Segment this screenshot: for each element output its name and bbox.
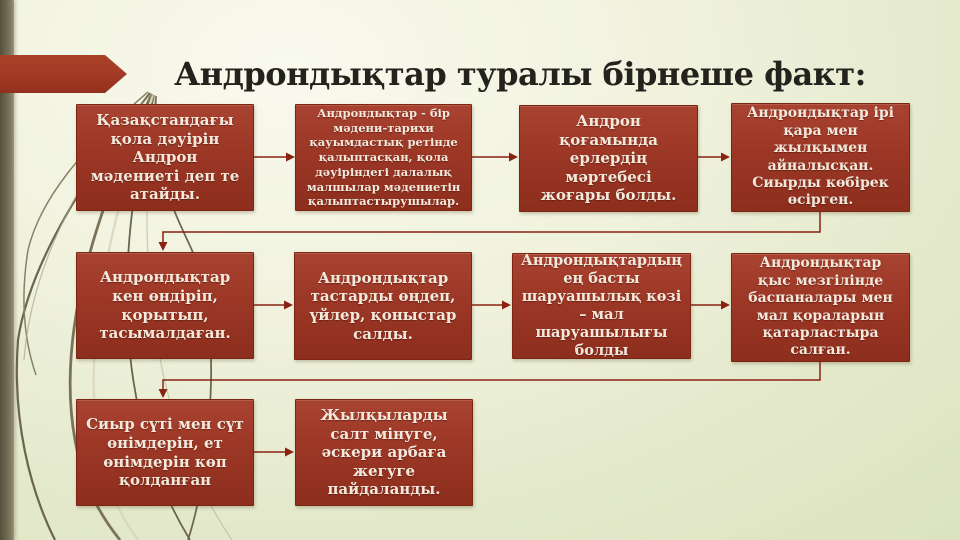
fact-box-5: Андрондықтар кен өндіріп, қорытып, тасым… [76,252,254,359]
slide-title: Андрондықтар туралы бірнеше факт: [174,55,866,93]
flow-arrow-icon [698,152,730,162]
fact-box-6: Андрондықтар тастарды өңдеп, үйлер, қоны… [294,252,472,360]
banner-arrow-icon [0,55,127,93]
flow-arrow-icon [691,300,730,310]
flow-elbow-arrow-icon [158,360,821,398]
fact-box-text: Андрондықтардың ең басты шаруашылық көзі… [521,252,682,359]
flow-arrow-icon [472,300,511,310]
fact-box-4: Андрондықтар ірі қара мен жылқымен айнал… [731,103,910,212]
fact-box-1: Қазақстандағы қола дәуірін Андрон мәдени… [76,104,254,211]
fact-box-text: Андрондықтар - бір мәдени-тарихи қауымда… [306,105,461,209]
fact-box-text: Андрондықтар тастарды өңдеп, үйлер, қоны… [309,268,457,343]
fact-box-8: Андрондықтар қыс мезгілінде баспаналары … [731,253,910,362]
fact-box-text: Андрон қоғамында ерлердің мәртебесі жоға… [540,112,677,205]
fact-box-9: Сиыр сүті мен сүт өнімдерін, ет өнімдері… [76,399,254,506]
fact-box-10: Жылқыларды салт мінуге, әскери арбаға же… [295,399,473,506]
fact-box-text: Андрондықтар қыс мезгілінде баспаналары … [748,255,893,359]
flow-arrow-icon [253,152,295,162]
fact-box-2: Андрондықтар - бір мәдени-тарихи қауымда… [295,104,472,211]
fact-box-text: Қазақстандағы қола дәуірін Андрон мәдени… [90,111,240,204]
fact-box-text: Андрондықтар ірі қара мен жылқымен айнал… [747,105,894,209]
flow-arrow-icon [472,152,518,162]
left-olive-band [0,0,14,540]
fact-box-3: Андрон қоғамында ерлердің мәртебесі жоға… [519,105,698,212]
fact-box-text: Андрондықтар кен өндіріп, қорытып, тасым… [99,268,231,343]
fact-box-text: Сиыр сүті мен сүт өнімдерін, ет өнімдері… [86,415,244,490]
flow-arrow-icon [254,300,293,310]
flow-elbow-arrow-icon [158,212,821,251]
flow-arrow-icon [254,447,294,457]
fact-box-7: Андрондықтардың ең басты шаруашылық көзі… [512,252,691,359]
fact-box-text: Жылқыларды салт мінуге, әскери арбаға же… [320,406,448,499]
